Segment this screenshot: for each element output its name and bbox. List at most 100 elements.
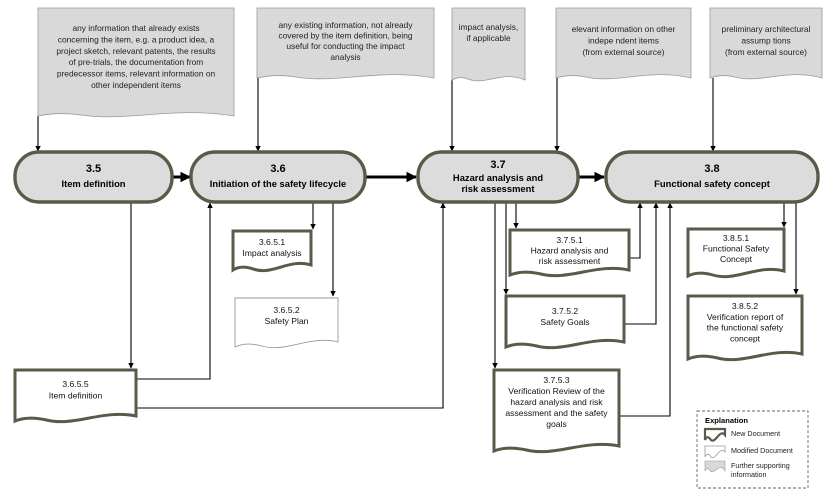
document-number: 3.6.5.2	[273, 305, 300, 315]
note-n1: any information that already existsconce…	[37, 7, 235, 118]
note-text-line: assump tions	[741, 35, 790, 45]
new-document-shape	[686, 294, 804, 362]
note-background	[709, 7, 823, 80]
document-number: 3.8.5.1	[723, 233, 750, 243]
document-title: Hazard analysis and	[531, 246, 609, 256]
note-text-line: useful for conducting the impact	[286, 41, 405, 51]
phase-box	[189, 150, 367, 204]
connector-arrows	[35, 78, 799, 417]
document-title: Functional Safety	[703, 244, 770, 254]
input-output-arrow	[136, 202, 446, 409]
document-title: Safety Goals	[540, 317, 589, 327]
note-text-line: indepe ndent items	[588, 35, 659, 45]
document-title: concept	[730, 333, 761, 343]
note-text-line: any existing information, not already	[278, 20, 413, 30]
note-text-line: analysis	[330, 52, 360, 62]
note-text-line: (from external source)	[725, 47, 807, 57]
phase-box	[13, 150, 174, 204]
phase-title: Functional safety concept	[654, 178, 770, 189]
note-text-line: predecessor items, relevant information …	[57, 69, 216, 79]
new-document-shape	[508, 228, 631, 278]
phase-box	[604, 150, 820, 204]
note-text-line: of pre-trials, the documentation from	[69, 57, 204, 67]
input-output-arrow	[629, 202, 643, 259]
legend-swatch	[703, 427, 727, 442]
phase-title: Item definition	[61, 178, 125, 189]
note-text-line: covered by the item definition, being	[278, 31, 412, 41]
document-number: 3.6.5.5	[62, 379, 89, 389]
document-title: Item definition	[49, 391, 103, 401]
input-output-arrow	[619, 202, 673, 417]
phase-number: 3.5	[86, 163, 101, 175]
note-n3: impact analysis,if applicable	[451, 7, 526, 82]
supporting-information-notes: any information that already existsconce…	[37, 7, 823, 118]
legend-item-new: New Document	[703, 427, 780, 442]
new-document-shape	[231, 229, 313, 273]
phase-title: Initiation of the safety lifecycle	[210, 178, 347, 189]
document-number: 3.7.5.2	[552, 306, 579, 316]
document-number: 3.6.5.1	[259, 237, 286, 247]
note-background	[451, 7, 526, 82]
new-document-shape	[492, 368, 621, 454]
document-number: 3.7.5.3	[543, 375, 570, 385]
note-background	[555, 7, 692, 80]
note-text-line: elevant information on other	[572, 24, 676, 34]
document-title: Safety Plan	[265, 316, 309, 326]
document-title: Impact analysis	[242, 248, 301, 258]
legend-swatch	[704, 460, 726, 473]
note-text-line: other independent items	[91, 80, 181, 90]
document-title: Verification report of	[707, 312, 784, 322]
document-number: 3.7.5.1	[556, 235, 583, 245]
legend-label: Further supporting	[731, 461, 790, 470]
new-document-shape	[504, 294, 626, 350]
document-title: the functional safety	[707, 323, 784, 333]
input-output-arrow	[136, 202, 213, 380]
note-text-line: project sketch, relevant patents, the re…	[56, 46, 215, 56]
note-n2: any existing information, not alreadycov…	[256, 7, 435, 80]
document-title: Verification Review of the	[508, 386, 605, 396]
document-number: 3.8.5.2	[732, 301, 759, 311]
phase-title: risk assessment	[462, 183, 535, 194]
document-title: risk assessment	[539, 256, 601, 266]
document-title: Concept	[720, 254, 753, 264]
phase-title: Hazard analysis and	[453, 172, 543, 183]
note-text-line: impact analysis,	[459, 22, 519, 32]
legend-swatch	[704, 445, 726, 458]
note-text-line: if applicable	[466, 33, 511, 43]
note-text-line: any information that already exists	[72, 23, 199, 33]
note-background	[37, 7, 235, 118]
phase-number: 3.7	[490, 159, 505, 171]
document-title: assessment and the safety	[505, 408, 608, 418]
phase-number: 3.8	[704, 163, 719, 175]
phase-box	[416, 150, 580, 204]
legend-title: Explanation	[705, 416, 748, 425]
note-text-line: (from external source)	[583, 47, 665, 57]
legend-label: Modified Document	[731, 446, 793, 455]
input-output-arrow	[624, 202, 659, 325]
new-document-shape	[13, 368, 138, 424]
note-text-line: concerning the item, e.g. a product idea…	[58, 34, 215, 44]
note-text-line: preliminary architectural	[722, 24, 811, 34]
legend-label: New Document	[731, 429, 780, 438]
phase-number: 3.6	[270, 163, 285, 175]
legend-label: information	[731, 470, 767, 479]
note-background	[256, 7, 435, 80]
